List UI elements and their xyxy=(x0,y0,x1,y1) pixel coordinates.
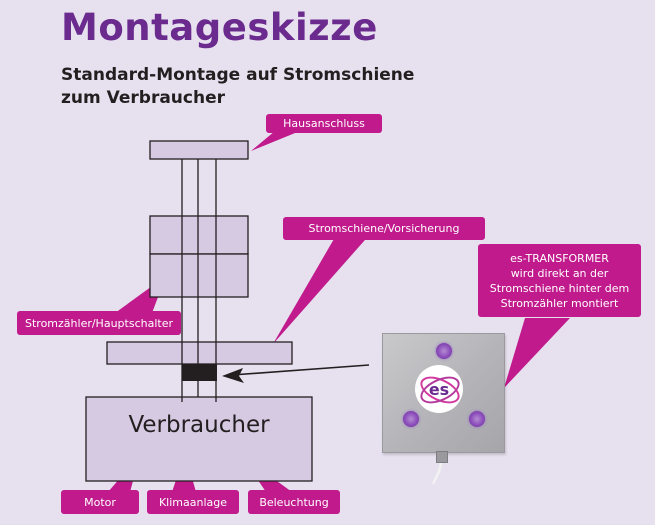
busbar-box xyxy=(106,341,293,365)
transformer-line-3: Stromschiene hinter dem xyxy=(489,281,630,295)
es-transformer-device: es xyxy=(382,333,505,453)
callout-stromschiene: Stromschiene/Vorsicherung xyxy=(283,217,485,240)
device-led-left-icon xyxy=(403,411,419,427)
callout-hausanschluss: Hausanschluss xyxy=(266,114,382,133)
mount-arrow-head xyxy=(222,368,244,383)
subtitle-line-2: zum Verbraucher xyxy=(61,88,225,108)
transformer-pointer xyxy=(504,318,570,388)
subtitle-line-1: Standard-Montage auf Stromschiene xyxy=(61,65,415,85)
house-connection-box xyxy=(149,140,249,160)
es-logo-icon: es xyxy=(415,365,464,413)
logo-text: es xyxy=(428,379,450,399)
mount-arrow-line xyxy=(231,364,370,376)
callout-klimaanlage: Klimaanlage xyxy=(147,490,239,514)
page-title: Montageskizze xyxy=(61,6,378,49)
transformer-line-4: Stromzähler montiert xyxy=(500,296,619,310)
callout-stromzaehler: Stromzähler/Hauptschalter xyxy=(17,311,181,335)
stromschiene-pointer xyxy=(273,232,372,344)
consumer-label: Verbraucher xyxy=(128,412,270,438)
transformer-line-2: wird direkt an der xyxy=(510,266,609,280)
device-led-right-icon xyxy=(469,411,485,427)
callout-transformer: es-TRANSFORMER wird direkt an der Stroms… xyxy=(478,244,641,317)
device-cable xyxy=(431,460,443,485)
meter-box-lower xyxy=(149,253,249,298)
consumer-box xyxy=(85,396,313,482)
device-cable-connector xyxy=(436,451,448,463)
device-led-top-icon xyxy=(436,343,452,359)
transformer-mount-marker xyxy=(182,364,217,381)
callout-beleuchtung: Beleuchtung xyxy=(248,490,340,514)
page-subtitle: Standard-Montage auf Stromschiene zum Ve… xyxy=(61,64,461,110)
callout-motor: Motor xyxy=(61,490,139,514)
transformer-line-1: es-TRANSFORMER xyxy=(510,251,609,265)
hausanschluss-pointer xyxy=(251,131,300,151)
meter-box-upper xyxy=(149,215,249,255)
